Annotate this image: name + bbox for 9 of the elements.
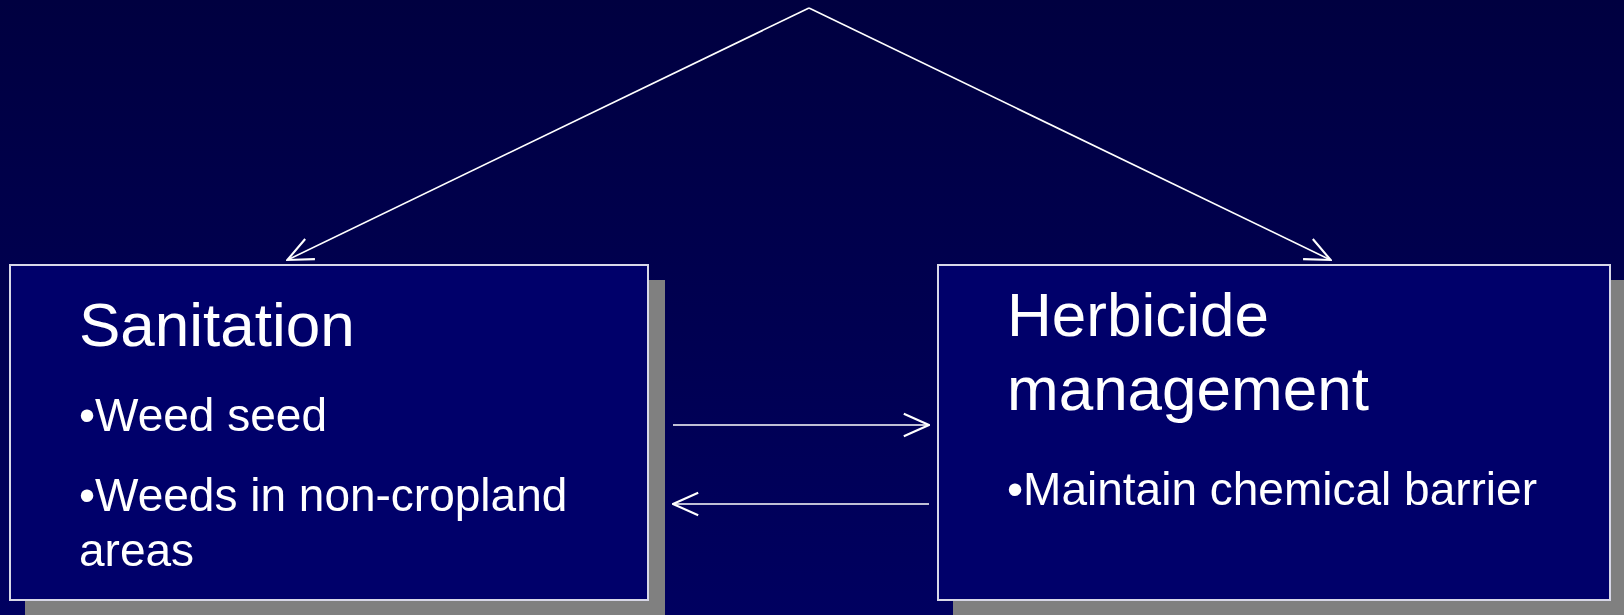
bullet-item: •Weed seed [79,388,328,443]
arrow [671,491,930,517]
arrow [286,7,810,262]
box-heading: Sanitation [79,289,356,361]
arrow [672,412,931,438]
bullet-item: •Maintain chemical barrier [1007,462,1538,517]
box-heading: Herbicide management [1007,279,1370,426]
bullet-item: •Weeds in non-cropland areas [79,468,569,579]
arrow [808,7,1332,262]
